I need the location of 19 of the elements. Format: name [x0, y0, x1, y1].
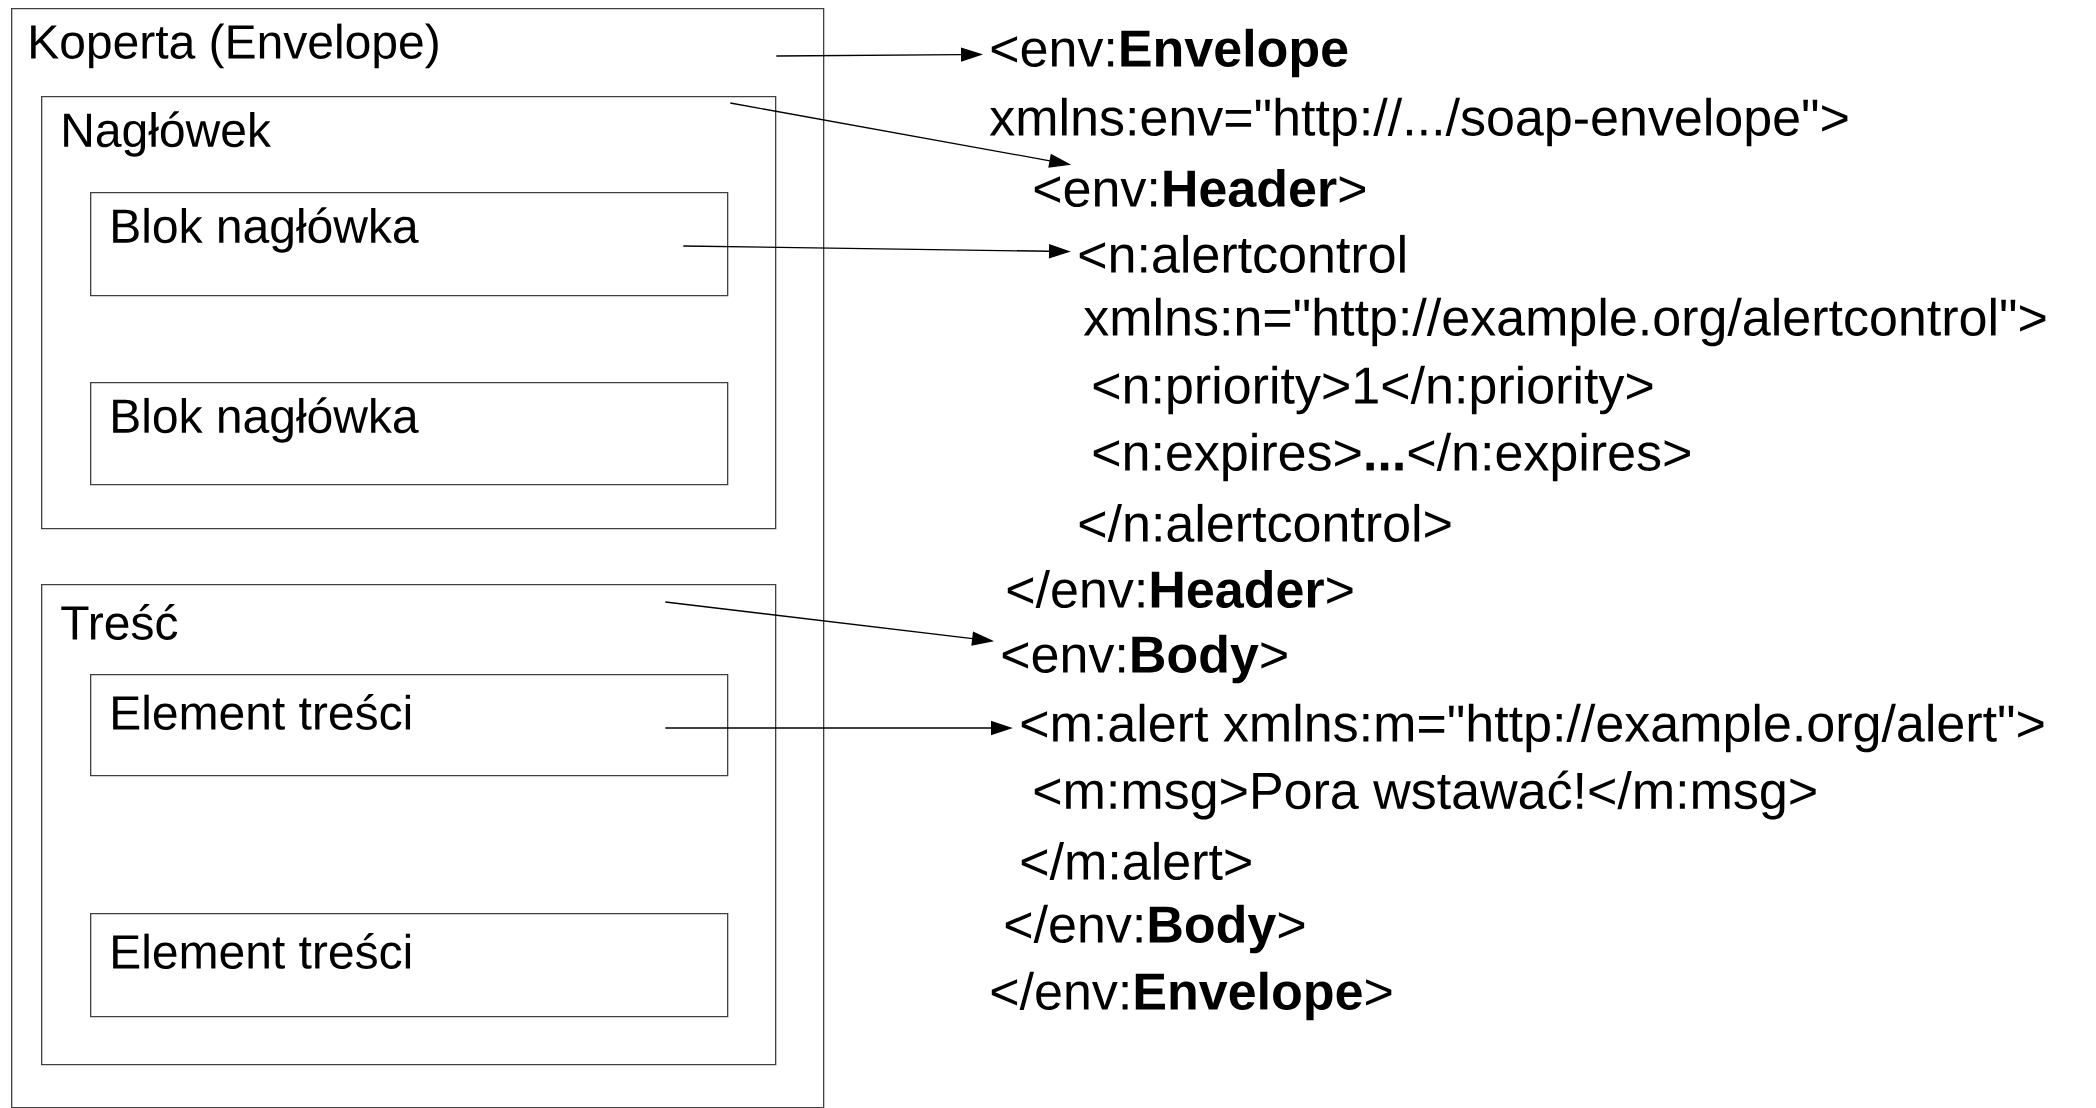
- header-block-box: Blok nagłówka: [90, 192, 729, 297]
- code-line: xmlns:n="http://example.org/alertcontrol">: [1083, 297, 2046, 347]
- code-line: <env:Header>: [1034, 168, 1365, 208]
- code-line: xmlns:env="http://.../soap-envelope">: [989, 97, 1848, 147]
- body-element-box: Element treści: [90, 674, 729, 777]
- code-line: <n:expires>...</n:expires>: [1093, 432, 1690, 482]
- code-line: <m:msg>Pora wstawać!</m:msg>: [1034, 770, 1816, 820]
- code-line: <n:priority>1</n:priority>: [1093, 365, 1653, 415]
- code-line: </m:alert>: [1021, 841, 1251, 881]
- code-line: </n:alertcontrol>: [1079, 503, 1451, 543]
- code-line: </env:Header>: [1007, 569, 1353, 609]
- header-block-box: Blok nagłówka: [90, 382, 729, 486]
- code-line: <env:Body>: [1002, 634, 1287, 684]
- code-line: </env:Envelope>: [991, 971, 1392, 1021]
- code-line: <env:Envelope: [991, 28, 1348, 78]
- code-line: </env:Body>: [1005, 904, 1305, 954]
- body-element-box: Element treści: [90, 913, 729, 1018]
- code-line: <m:alert xmlns:m="http://example.org/alert">: [1021, 703, 2044, 753]
- code-line: <n:alertcontrol: [1079, 234, 1405, 274]
